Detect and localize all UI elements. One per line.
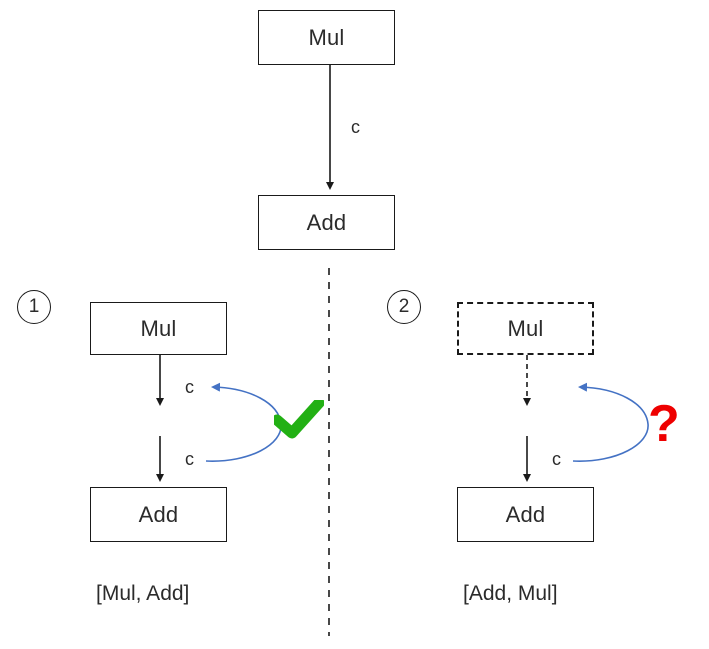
case1-lower-edge-label-c: c xyxy=(185,449,194,469)
top-edge-label-c: c xyxy=(351,117,360,137)
case1-feedback-arrow xyxy=(205,382,282,462)
case1-order-label: [Mul, Add] xyxy=(96,582,190,605)
case1-upper-edge-label-c: c xyxy=(185,377,194,397)
case1-node-add[interactable]: Add xyxy=(90,487,227,542)
case1-node-mul[interactable]: Mul xyxy=(90,302,227,355)
check-icon-shape xyxy=(271,397,325,439)
red-question-icon: ? xyxy=(648,395,680,453)
green-check-icon xyxy=(271,397,325,440)
case2-feedback-arrow xyxy=(572,382,649,462)
case-number-2: 2 xyxy=(387,290,421,324)
top-node-add[interactable]: Add xyxy=(258,195,395,250)
case2-lower-edge-label-c: c xyxy=(552,449,561,469)
top-node-mul[interactable]: Mul xyxy=(258,10,395,65)
case2-node-mul[interactable]: Mul xyxy=(457,302,594,355)
case2-order-label: [Add, Mul] xyxy=(463,582,558,605)
case-number-1: 1 xyxy=(17,290,51,324)
case2-node-add[interactable]: Add xyxy=(457,487,594,542)
